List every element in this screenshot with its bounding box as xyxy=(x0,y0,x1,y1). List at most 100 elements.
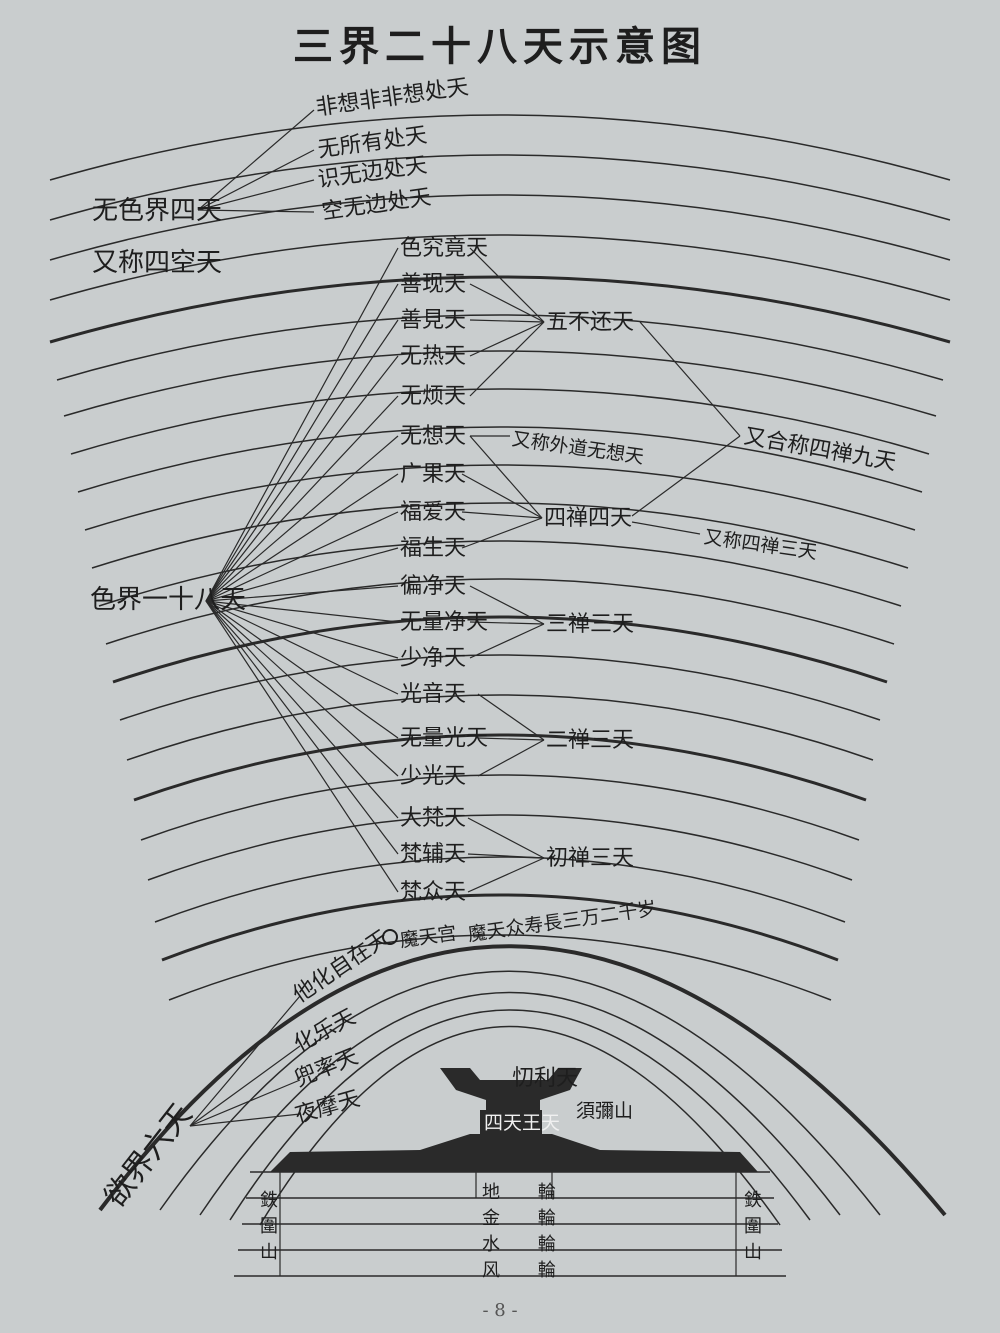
second-dhyana-label: 二禅三天 xyxy=(546,728,635,753)
form-heaven-16: 大梵天 xyxy=(400,806,467,831)
form-connector-line xyxy=(205,600,399,893)
heaven-boundary-arc xyxy=(84,464,916,531)
five-pure-connector-line xyxy=(469,321,545,397)
formless-connector-line xyxy=(197,179,315,211)
desire-realm-arc xyxy=(199,991,841,1216)
form-heaven-4: 无热天 xyxy=(400,344,467,369)
fourth-dhyana-label: 四禅四天 xyxy=(544,506,633,531)
form-heaven-18: 梵众天 xyxy=(400,880,467,905)
formless-connector-line xyxy=(197,149,315,211)
form-heaven-2: 善现天 xyxy=(400,272,467,297)
five-pure-connector-line xyxy=(469,247,545,323)
trayastrimsa-platform xyxy=(440,1068,582,1110)
form-connector-line xyxy=(205,600,399,819)
heaven-boundary-arc xyxy=(168,934,832,1001)
form-heaven-3: 善見天 xyxy=(400,308,467,333)
five-pure-connector-line xyxy=(469,319,545,323)
heaven-boundary-arc xyxy=(49,234,951,301)
heaven-boundary-arc xyxy=(49,194,951,261)
five-pure-connector-line xyxy=(469,283,545,323)
form-connector-line xyxy=(205,319,399,602)
four-kings-pillar xyxy=(480,1110,542,1134)
heaven-boundary-arc xyxy=(49,154,951,221)
combined-connector-line xyxy=(631,435,741,517)
first-dhyana-connector-line xyxy=(467,857,545,893)
heaven-boundary-arc xyxy=(77,426,923,493)
third-dhyana-label: 三禅三天 xyxy=(546,612,635,637)
third-dhyana-connector-line xyxy=(469,621,545,625)
fourth-dhyana-connector-line xyxy=(461,517,543,549)
heaven-boundary-arc xyxy=(154,856,846,923)
heaven-boundary-arc xyxy=(56,314,944,381)
heaven-boundary-arc xyxy=(91,502,909,569)
fourth-alias-connector-line xyxy=(631,521,701,535)
form-realm-label: 色界一十八天 xyxy=(90,585,247,615)
heaven-boundary-arc xyxy=(70,388,930,455)
form-connector-line xyxy=(205,511,399,602)
earth-layer-3: 水 輪 xyxy=(482,1234,572,1255)
mara-palace-circle xyxy=(382,929,398,945)
form-connector-line xyxy=(205,435,399,602)
desire-connector-line xyxy=(189,1113,301,1127)
second-dhyana-connector-line xyxy=(477,737,545,741)
formless-realm-label: 无色界四天 xyxy=(92,196,223,226)
heaven-boundary-arc xyxy=(119,654,881,721)
form-heaven-14: 无量光天 xyxy=(400,726,489,751)
form-heaven-17: 梵辅天 xyxy=(400,842,467,867)
heaven-boundary-arc xyxy=(63,350,937,417)
heaven-boundary-arc xyxy=(147,814,853,881)
fourth-dhyana-connector-line xyxy=(461,473,543,519)
first-dhyana-label: 初禅三天 xyxy=(546,846,635,871)
form-connector-line xyxy=(205,395,399,602)
five-pure-abodes-label: 五不还天 xyxy=(546,310,635,335)
desire-connector-line xyxy=(189,1045,301,1127)
combined-connector-line xyxy=(639,321,741,437)
fourth-dhyana-connector-line xyxy=(461,511,543,519)
heaven-boundary-arc xyxy=(126,694,874,761)
form-heaven-5: 无烦天 xyxy=(400,384,467,409)
form-connector-line xyxy=(205,473,399,602)
form-heaven-6: 无想天 xyxy=(400,424,467,449)
desire-realm-arc xyxy=(229,1009,811,1221)
fourth-dhyana-connector-line xyxy=(469,435,543,519)
form-connector-line xyxy=(205,355,399,602)
form-heaven-13: 光音天 xyxy=(400,682,467,707)
form-heaven-1: 色究竟天 xyxy=(400,236,489,261)
form-heaven-11: 无量净天 xyxy=(400,610,489,635)
trayastrimsa-label: 忉利天 xyxy=(512,1066,579,1091)
earth-layer-2: 金 輪 xyxy=(482,1208,572,1229)
form-connector-line xyxy=(205,600,399,739)
heaven-boundary-arc xyxy=(161,893,839,962)
desire-realm-arc xyxy=(98,944,947,1217)
earth-layer-4: 风 輪 xyxy=(482,1260,572,1281)
heaven-boundary-arc xyxy=(140,774,860,841)
desire-connector-line xyxy=(189,995,301,1127)
heaven-boundary-arc xyxy=(133,733,867,802)
formless-connector-line xyxy=(197,209,315,213)
heaven-boundary-arc xyxy=(105,578,895,645)
five-pure-connector-line xyxy=(469,321,545,357)
iron-mountain-left: 鉄圍山 xyxy=(260,1190,278,1263)
heaven-boundary-arc xyxy=(98,540,902,607)
form-heaven-9: 福生天 xyxy=(400,536,467,561)
form-connector-line xyxy=(205,600,399,855)
form-heaven-10: 徧净天 xyxy=(400,574,467,599)
earth-layer-1: 地 輪 xyxy=(482,1182,572,1203)
desire-realm-arc xyxy=(259,1025,781,1226)
desire-connector-line xyxy=(189,1079,301,1127)
form-connector-line xyxy=(205,247,399,602)
second-dhyana-connector-line xyxy=(477,693,545,741)
iron-mountain-right: 鉄圍山 xyxy=(744,1190,762,1263)
heaven-boundary-arc xyxy=(49,114,951,181)
form-connector-line xyxy=(205,283,399,602)
page-number: - 8 - xyxy=(482,1300,518,1321)
formless-connector-line xyxy=(197,109,315,211)
first-dhyana-connector-line xyxy=(467,817,545,859)
four-kings-label: 四天王天 xyxy=(484,1112,561,1134)
heaven-boundary-arc xyxy=(112,615,888,684)
form-heaven-7: 广果天 xyxy=(400,462,467,487)
heaven-boundary-arc xyxy=(49,275,951,344)
second-dhyana-connector-line xyxy=(477,739,545,777)
